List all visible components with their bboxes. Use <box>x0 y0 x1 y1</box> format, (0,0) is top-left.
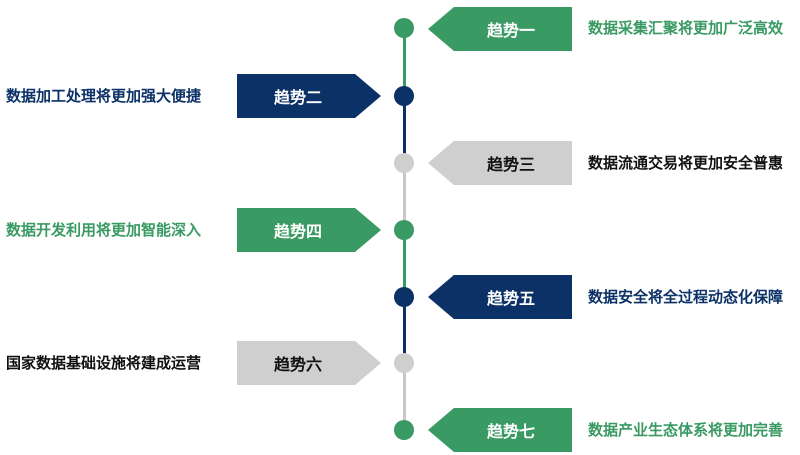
trend-label-2: 趋势二 <box>237 74 381 118</box>
timeline-node <box>394 420 414 440</box>
trend-description-5: 数据安全将全过程动态化保障 <box>588 288 784 306</box>
timeline-segment <box>402 96 406 163</box>
timeline-node <box>394 18 414 38</box>
trend-label-4: 趋势四 <box>237 208 381 252</box>
trend-label-6: 趋势六 <box>237 341 381 385</box>
timeline-node <box>394 86 414 106</box>
timeline-segment <box>402 230 406 297</box>
trend-description-7: 数据产业生态体系将更加完善 <box>588 421 784 439</box>
trend-label-5: 趋势五 <box>428 275 572 319</box>
timeline-node <box>394 287 414 307</box>
timeline-segment <box>402 163 406 230</box>
timeline-segment <box>402 297 406 363</box>
timeline-node <box>394 220 414 240</box>
timeline-segment <box>402 363 406 430</box>
trend-description-4: 数据开发利用将更加智能深入 <box>6 221 202 239</box>
trend-description-2: 数据加工处理将更加强大便捷 <box>6 87 202 105</box>
trend-label-7: 趋势七 <box>428 408 572 452</box>
timeline-node <box>394 353 414 373</box>
trend-description-6: 国家数据基础设施将建成运营 <box>6 354 202 372</box>
trend-description-1: 数据采集汇聚将更加广泛高效 <box>588 19 784 37</box>
timeline-segment <box>402 28 406 96</box>
timeline-node <box>394 153 414 173</box>
trend-label-1: 趋势一 <box>428 7 572 51</box>
trend-description-3: 数据流通交易将更加安全普惠 <box>588 154 784 172</box>
trend-label-3: 趋势三 <box>428 141 572 185</box>
